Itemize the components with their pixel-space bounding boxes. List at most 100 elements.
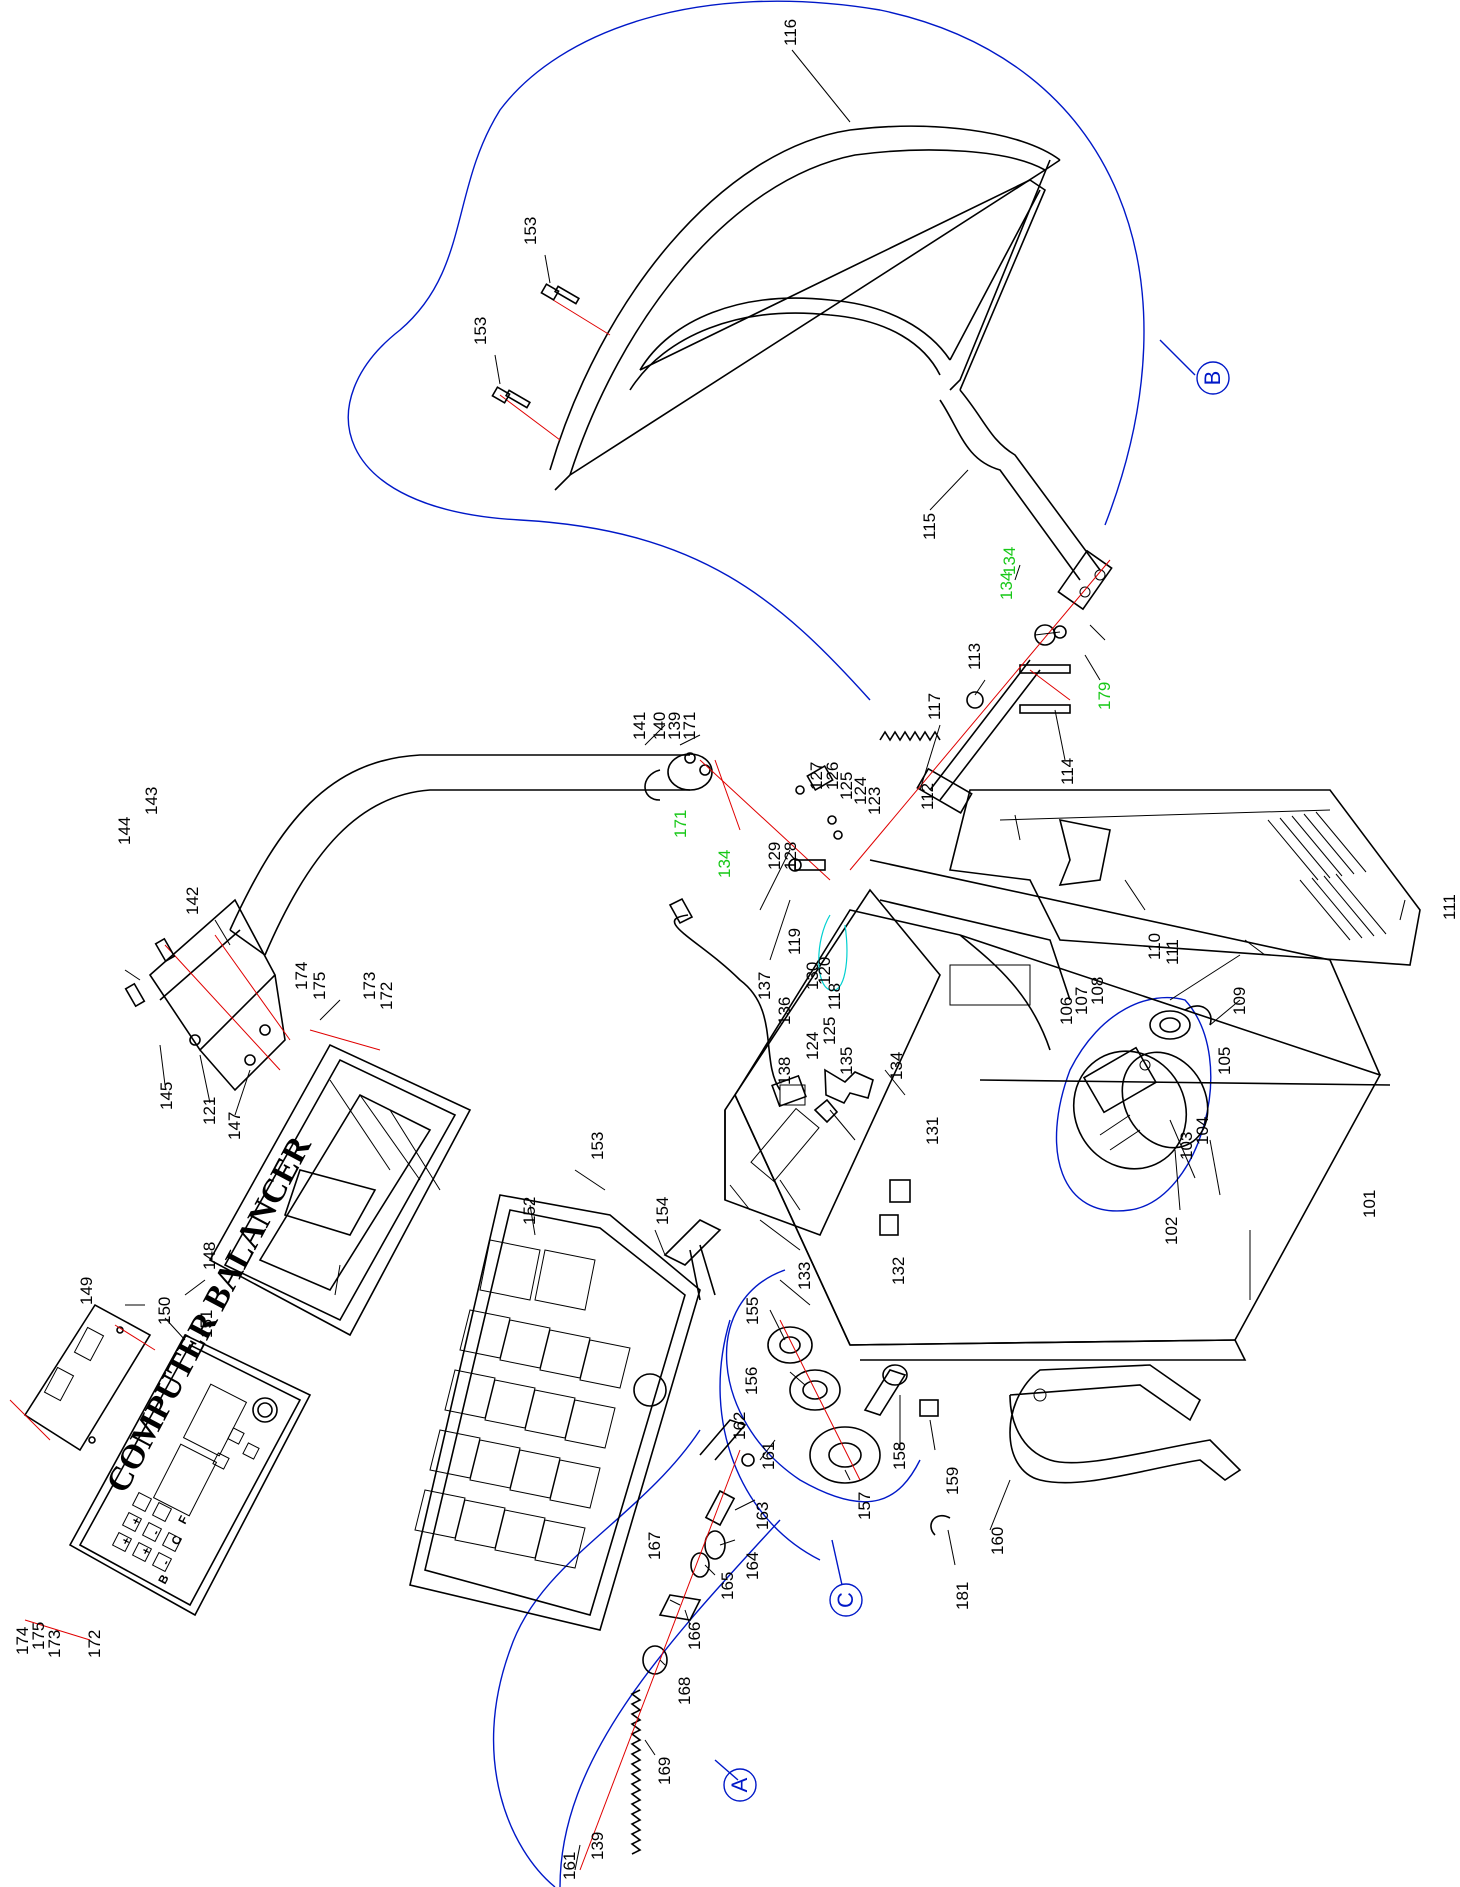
label-179: 179 bbox=[1095, 682, 1114, 710]
label-132: 132 bbox=[889, 1257, 908, 1285]
label-162: 162 bbox=[730, 1412, 749, 1440]
key-minus-2: - bbox=[148, 1527, 162, 1537]
label-125b: 125 bbox=[820, 1017, 839, 1045]
label-115: 115 bbox=[920, 513, 939, 540]
label-116: 116 bbox=[781, 19, 800, 46]
label-175a: 175 bbox=[310, 972, 329, 1000]
label-163: 163 bbox=[753, 1502, 772, 1530]
label-150: 150 bbox=[155, 1297, 174, 1325]
label-112: 112 bbox=[918, 783, 937, 810]
group-c-boundary bbox=[719, 1269, 921, 1561]
keypad: + + - + - C F B bbox=[111, 1491, 191, 1586]
label-165: 165 bbox=[718, 1572, 737, 1600]
label-148: 148 bbox=[200, 1242, 219, 1270]
label-113: 113 bbox=[965, 643, 984, 670]
cone-156 bbox=[789, 1369, 841, 1411]
label-134: 134 bbox=[887, 1052, 906, 1080]
group-c-leader bbox=[831, 1539, 843, 1586]
label-124a: 124 bbox=[851, 777, 870, 805]
label-121: 121 bbox=[200, 1097, 219, 1125]
label-140: 140 bbox=[650, 712, 669, 740]
label-133: 133 bbox=[795, 1262, 814, 1290]
pulley bbox=[1149, 1005, 1212, 1040]
bolt-153-upper bbox=[540, 283, 580, 305]
label-161b: 161 bbox=[560, 1852, 579, 1880]
highlight-130 bbox=[818, 914, 848, 991]
label-168: 168 bbox=[675, 1677, 694, 1705]
label-139a: 139 bbox=[665, 712, 684, 740]
svg-text:A: A bbox=[727, 1777, 752, 1792]
label-109: 109 bbox=[1230, 987, 1249, 1015]
leader-lines bbox=[124, 49, 1406, 1871]
support-bracket bbox=[148, 898, 286, 1092]
label-153c: 153 bbox=[588, 1132, 607, 1160]
section-marker-a: A bbox=[723, 1768, 757, 1802]
vent-slots bbox=[1267, 811, 1387, 941]
group-b-leader bbox=[1159, 339, 1196, 376]
label-120: 120 bbox=[815, 957, 834, 985]
hood-arm bbox=[939, 389, 1113, 611]
label-114: 114 bbox=[1058, 758, 1077, 785]
relay-138 bbox=[771, 1074, 807, 1108]
cone-157 bbox=[809, 1426, 881, 1484]
group-a-leader bbox=[714, 1759, 739, 1781]
label-169: 169 bbox=[655, 1757, 674, 1785]
display-panel: COMPUTER BALANCER + + - + - C F B bbox=[68, 1130, 319, 1617]
label-106: 106 bbox=[1057, 997, 1076, 1025]
label-173b: 173 bbox=[45, 1630, 64, 1658]
weight-compartments bbox=[414, 1239, 631, 1569]
bolt-128 bbox=[788, 858, 826, 872]
control-board-tray bbox=[724, 888, 941, 1237]
bolt-153-lower bbox=[491, 386, 531, 409]
label-130: 130 bbox=[803, 962, 822, 990]
svg-text:C: C bbox=[833, 1592, 858, 1608]
group-b-boundary bbox=[347, 0, 1145, 701]
label-105: 105 bbox=[1215, 1047, 1234, 1075]
label-153b: 153 bbox=[471, 317, 490, 345]
label-172b: 172 bbox=[85, 1630, 104, 1658]
label-139b: 139 bbox=[588, 1832, 607, 1860]
label-123: 123 bbox=[865, 787, 884, 815]
part-labels: 116 153 153 115 134 134 134 179 113 114 … bbox=[13, 19, 1459, 1880]
spring-112 bbox=[879, 730, 941, 742]
label-126: 126 bbox=[823, 762, 842, 790]
label-128: 128 bbox=[781, 842, 800, 870]
display-circuit-board bbox=[23, 1303, 152, 1452]
label-136: 136 bbox=[775, 997, 794, 1025]
label-143: 143 bbox=[142, 787, 161, 815]
label-119: 119 bbox=[785, 928, 804, 955]
label-110: 110 bbox=[1145, 933, 1164, 960]
label-160: 160 bbox=[988, 1527, 1007, 1555]
cabinet-body bbox=[734, 859, 1391, 1361]
label-129: 129 bbox=[765, 842, 784, 870]
motor-assembly bbox=[1072, 1046, 1209, 1170]
switch-block bbox=[795, 764, 843, 840]
label-158: 158 bbox=[890, 1442, 909, 1470]
label-104: 104 bbox=[1193, 1117, 1212, 1145]
section-marker-b: B bbox=[1196, 361, 1230, 395]
label-157: 157 bbox=[855, 1492, 874, 1520]
label-141: 141 bbox=[630, 712, 649, 740]
label-108: 108 bbox=[1088, 977, 1107, 1005]
spring-169 bbox=[630, 1689, 642, 1855]
label-103: 103 bbox=[1177, 1132, 1196, 1160]
svg-text:B: B bbox=[1200, 371, 1225, 386]
rim-caliper bbox=[663, 1219, 722, 1301]
label-174a: 174 bbox=[292, 962, 311, 990]
label-102: 102 bbox=[1162, 1217, 1181, 1245]
label-101: 101 bbox=[1360, 1190, 1379, 1218]
label-111b: 111 bbox=[1440, 894, 1459, 920]
adapter-159 bbox=[919, 1399, 939, 1417]
label-137: 137 bbox=[755, 972, 774, 1000]
label-149: 149 bbox=[77, 1277, 96, 1305]
bolt-143 bbox=[124, 937, 176, 1008]
accessory-hook bbox=[1009, 1364, 1242, 1484]
label-151: 151 bbox=[197, 1310, 216, 1338]
label-154: 154 bbox=[653, 1197, 672, 1225]
label-127: 127 bbox=[807, 762, 826, 790]
label-144: 144 bbox=[115, 817, 134, 845]
label-134d: 134 bbox=[715, 850, 734, 878]
label-173a: 173 bbox=[360, 972, 379, 1000]
label-135: 135 bbox=[837, 1047, 856, 1075]
label-134c: 134 bbox=[997, 572, 1016, 600]
